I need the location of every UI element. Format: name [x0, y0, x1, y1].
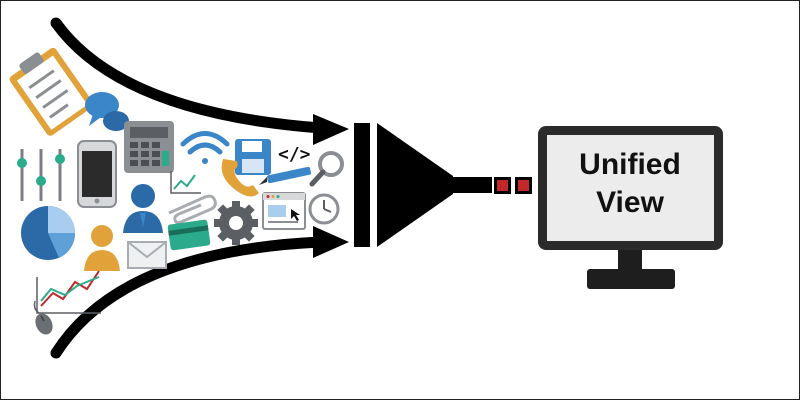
person-icon [84, 225, 120, 271]
monitor-label-line1: Unified [579, 148, 681, 181]
pen-icon [259, 166, 311, 185]
smartphone-icon [77, 140, 117, 208]
svg-text:</>: </> [278, 144, 311, 165]
line-chart-icon [170, 171, 201, 194]
chat-bubbles-icon [85, 92, 129, 131]
browser-window-icon [262, 192, 306, 230]
gear-icon [214, 201, 258, 245]
calculator-icon [124, 121, 174, 173]
funnel-cone [377, 123, 453, 247]
funnel-pipe [448, 177, 492, 193]
top-arrowhead [313, 114, 349, 145]
wifi-icon [180, 131, 230, 164]
monitor-label-line2: View [596, 186, 664, 219]
monitor-label: Unified View [546, 146, 714, 222]
user-icon [123, 184, 163, 233]
credit-card-icon [167, 219, 211, 251]
code-icon: </> [278, 144, 311, 165]
magnifier-icon [309, 151, 344, 187]
mouse-icon [33, 300, 53, 335]
phone-handset-icon [221, 159, 259, 197]
pie-chart-icon [21, 206, 76, 260]
envelope-icon [127, 241, 167, 269]
monitor-icon [538, 126, 723, 289]
floppy-disk-icon [235, 139, 271, 175]
clipboard-icon [9, 47, 94, 136]
bottom-arrowhead [313, 226, 349, 258]
stock-chart-icon [36, 270, 101, 314]
clock-icon [308, 193, 340, 225]
top-curve-arrow [50, 17, 327, 134]
bottom-curve-arrow [50, 236, 327, 359]
paperclip-icon [168, 194, 217, 225]
sliders-icon [17, 149, 65, 201]
funnel-bar [354, 123, 370, 247]
